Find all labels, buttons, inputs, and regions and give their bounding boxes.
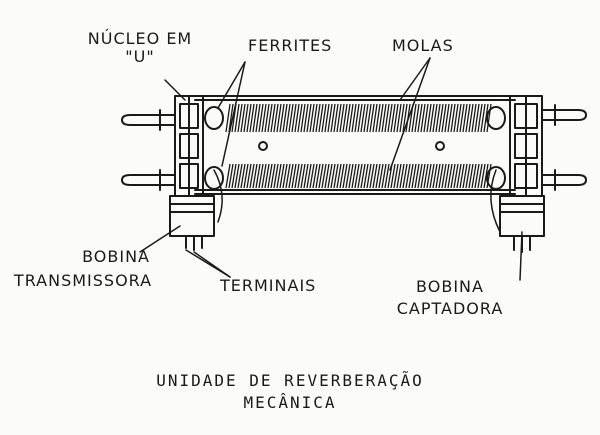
frame-top-bar [194, 95, 516, 101]
leader-terminais-2 [193, 251, 231, 278]
leader-ferrites-lower [221, 61, 246, 167]
transmitting-coil-housing [169, 195, 215, 251]
leader-ferrites-upper [217, 61, 246, 109]
label-bobina-rx-line2: CAPTADORA [396, 299, 504, 318]
leader-molas-lower [389, 57, 431, 171]
right-bracket [509, 95, 543, 197]
leader-bobina-tx [139, 225, 181, 253]
label-bobina-tx-line1: BOBINA [82, 247, 150, 266]
leader-bobina-rx [519, 231, 523, 281]
lower-spring [225, 163, 492, 189]
center-hole-left [258, 141, 268, 151]
label-ferrites: FERRITES [248, 36, 333, 55]
left-mount-pins [121, 109, 176, 191]
label-nucleo-line1: NÚCLEO EM [87, 29, 193, 48]
leader-molas-upper [399, 57, 431, 101]
label-molas: MOLAS [392, 36, 454, 55]
label-nucleo-line2: "U" [125, 47, 155, 66]
right-mount-pins [541, 104, 587, 191]
wire-right [490, 169, 501, 233]
label-bobina-rx-line1: BOBINA [416, 277, 484, 296]
label-bobina-tx-line2: TRANSMISSORA [13, 271, 153, 290]
label-terminais: TERMINAIS [220, 276, 317, 295]
left-ferrite-beads [204, 106, 224, 190]
frame-bottom-bar [194, 189, 516, 195]
wire-left [213, 169, 223, 223]
center-hole-right [435, 141, 445, 151]
figure-caption: UNIDADE DE REVERBERAÇÃO MECÂNICA [100, 372, 480, 412]
leader-nucleo [164, 79, 186, 101]
caption-line2: MECÂNICA [243, 393, 337, 412]
upper-spring [225, 103, 492, 133]
right-ferrite-beads [486, 106, 506, 190]
left-bracket [174, 95, 204, 197]
caption-line1: UNIDADE DE REVERBERAÇÃO [156, 371, 424, 390]
label-bobina-transmissora: BOBINA TRANSMISSORA [8, 248, 158, 290]
label-bobina-captadora: BOBINA CAPTADORA [395, 278, 505, 318]
label-nucleo-em-u: NÚCLEO EM "U" [80, 30, 200, 66]
